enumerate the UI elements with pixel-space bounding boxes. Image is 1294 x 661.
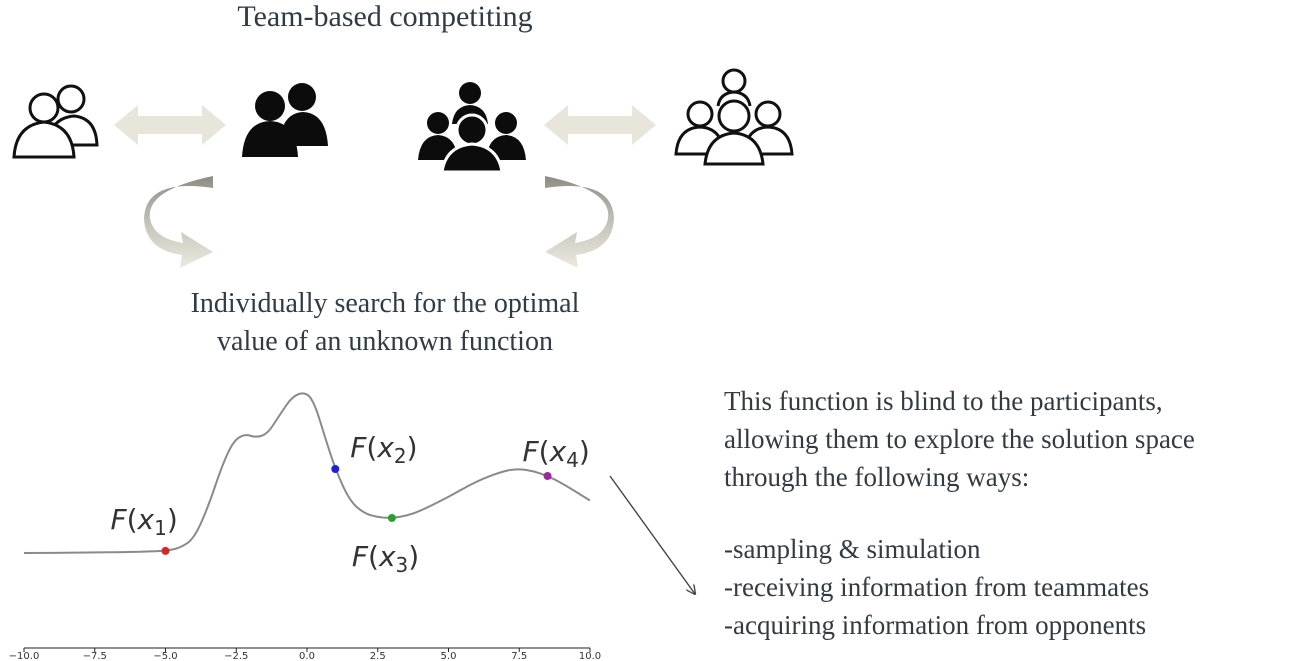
curved-arrow-icon: [144, 176, 213, 268]
description-block: This function is blind to the participan…: [724, 382, 1294, 644]
diagram-title: Team-based competiting: [237, 0, 533, 33]
way-item: -acquiring information from opponents: [724, 610, 1147, 640]
pointer-arrow: [609, 475, 695, 594]
description-line: through the following ways:: [724, 462, 1030, 492]
x-tick-label: −10.0: [9, 651, 40, 661]
x-tick-label: 7.5: [511, 651, 527, 661]
sample-point-4: [543, 472, 552, 480]
sample-point-2: [331, 465, 340, 473]
x-tick-label: −2.5: [224, 651, 248, 661]
x-tick-label: 0.0: [299, 651, 315, 661]
function-curve: [23, 392, 591, 554]
description-line: allowing them to explore the solution sp…: [724, 424, 1195, 454]
point-label-1: F(x1): [111, 503, 178, 540]
way-item: -sampling & simulation: [724, 534, 981, 564]
two-person-filled-icon: [242, 83, 328, 157]
curved-arrow-icon: [545, 176, 614, 268]
two-person-outline-icon: [12, 84, 99, 159]
x-tick-label: 5.0: [441, 651, 457, 661]
double-arrow-icon: [544, 105, 656, 145]
subtitle-line-2: value of an unknown function: [217, 326, 553, 357]
subtitle-line-1: Individually search for the optimal: [190, 288, 580, 319]
way-item: -receiving information from teammates: [724, 572, 1150, 602]
point-label-2: F(x2): [350, 431, 417, 468]
point-label-4: F(x4): [523, 435, 590, 472]
subtitle: Individually search for the optimal valu…: [120, 285, 650, 361]
group-outline-icon: [674, 68, 794, 166]
sample-point-1: [161, 546, 170, 555]
sample-point-3: [387, 514, 396, 522]
description-line: This function is blind to the participan…: [724, 386, 1163, 416]
x-tick-label: −5.0: [153, 651, 177, 661]
group-filled-icon: [418, 82, 526, 174]
x-tick-label: −7.5: [83, 651, 107, 661]
x-tick-label: 2.5: [370, 651, 386, 661]
point-label-3: F(x3): [352, 540, 419, 577]
double-arrow-icon: [114, 105, 226, 145]
x-tick-label: 10.0: [579, 651, 601, 661]
